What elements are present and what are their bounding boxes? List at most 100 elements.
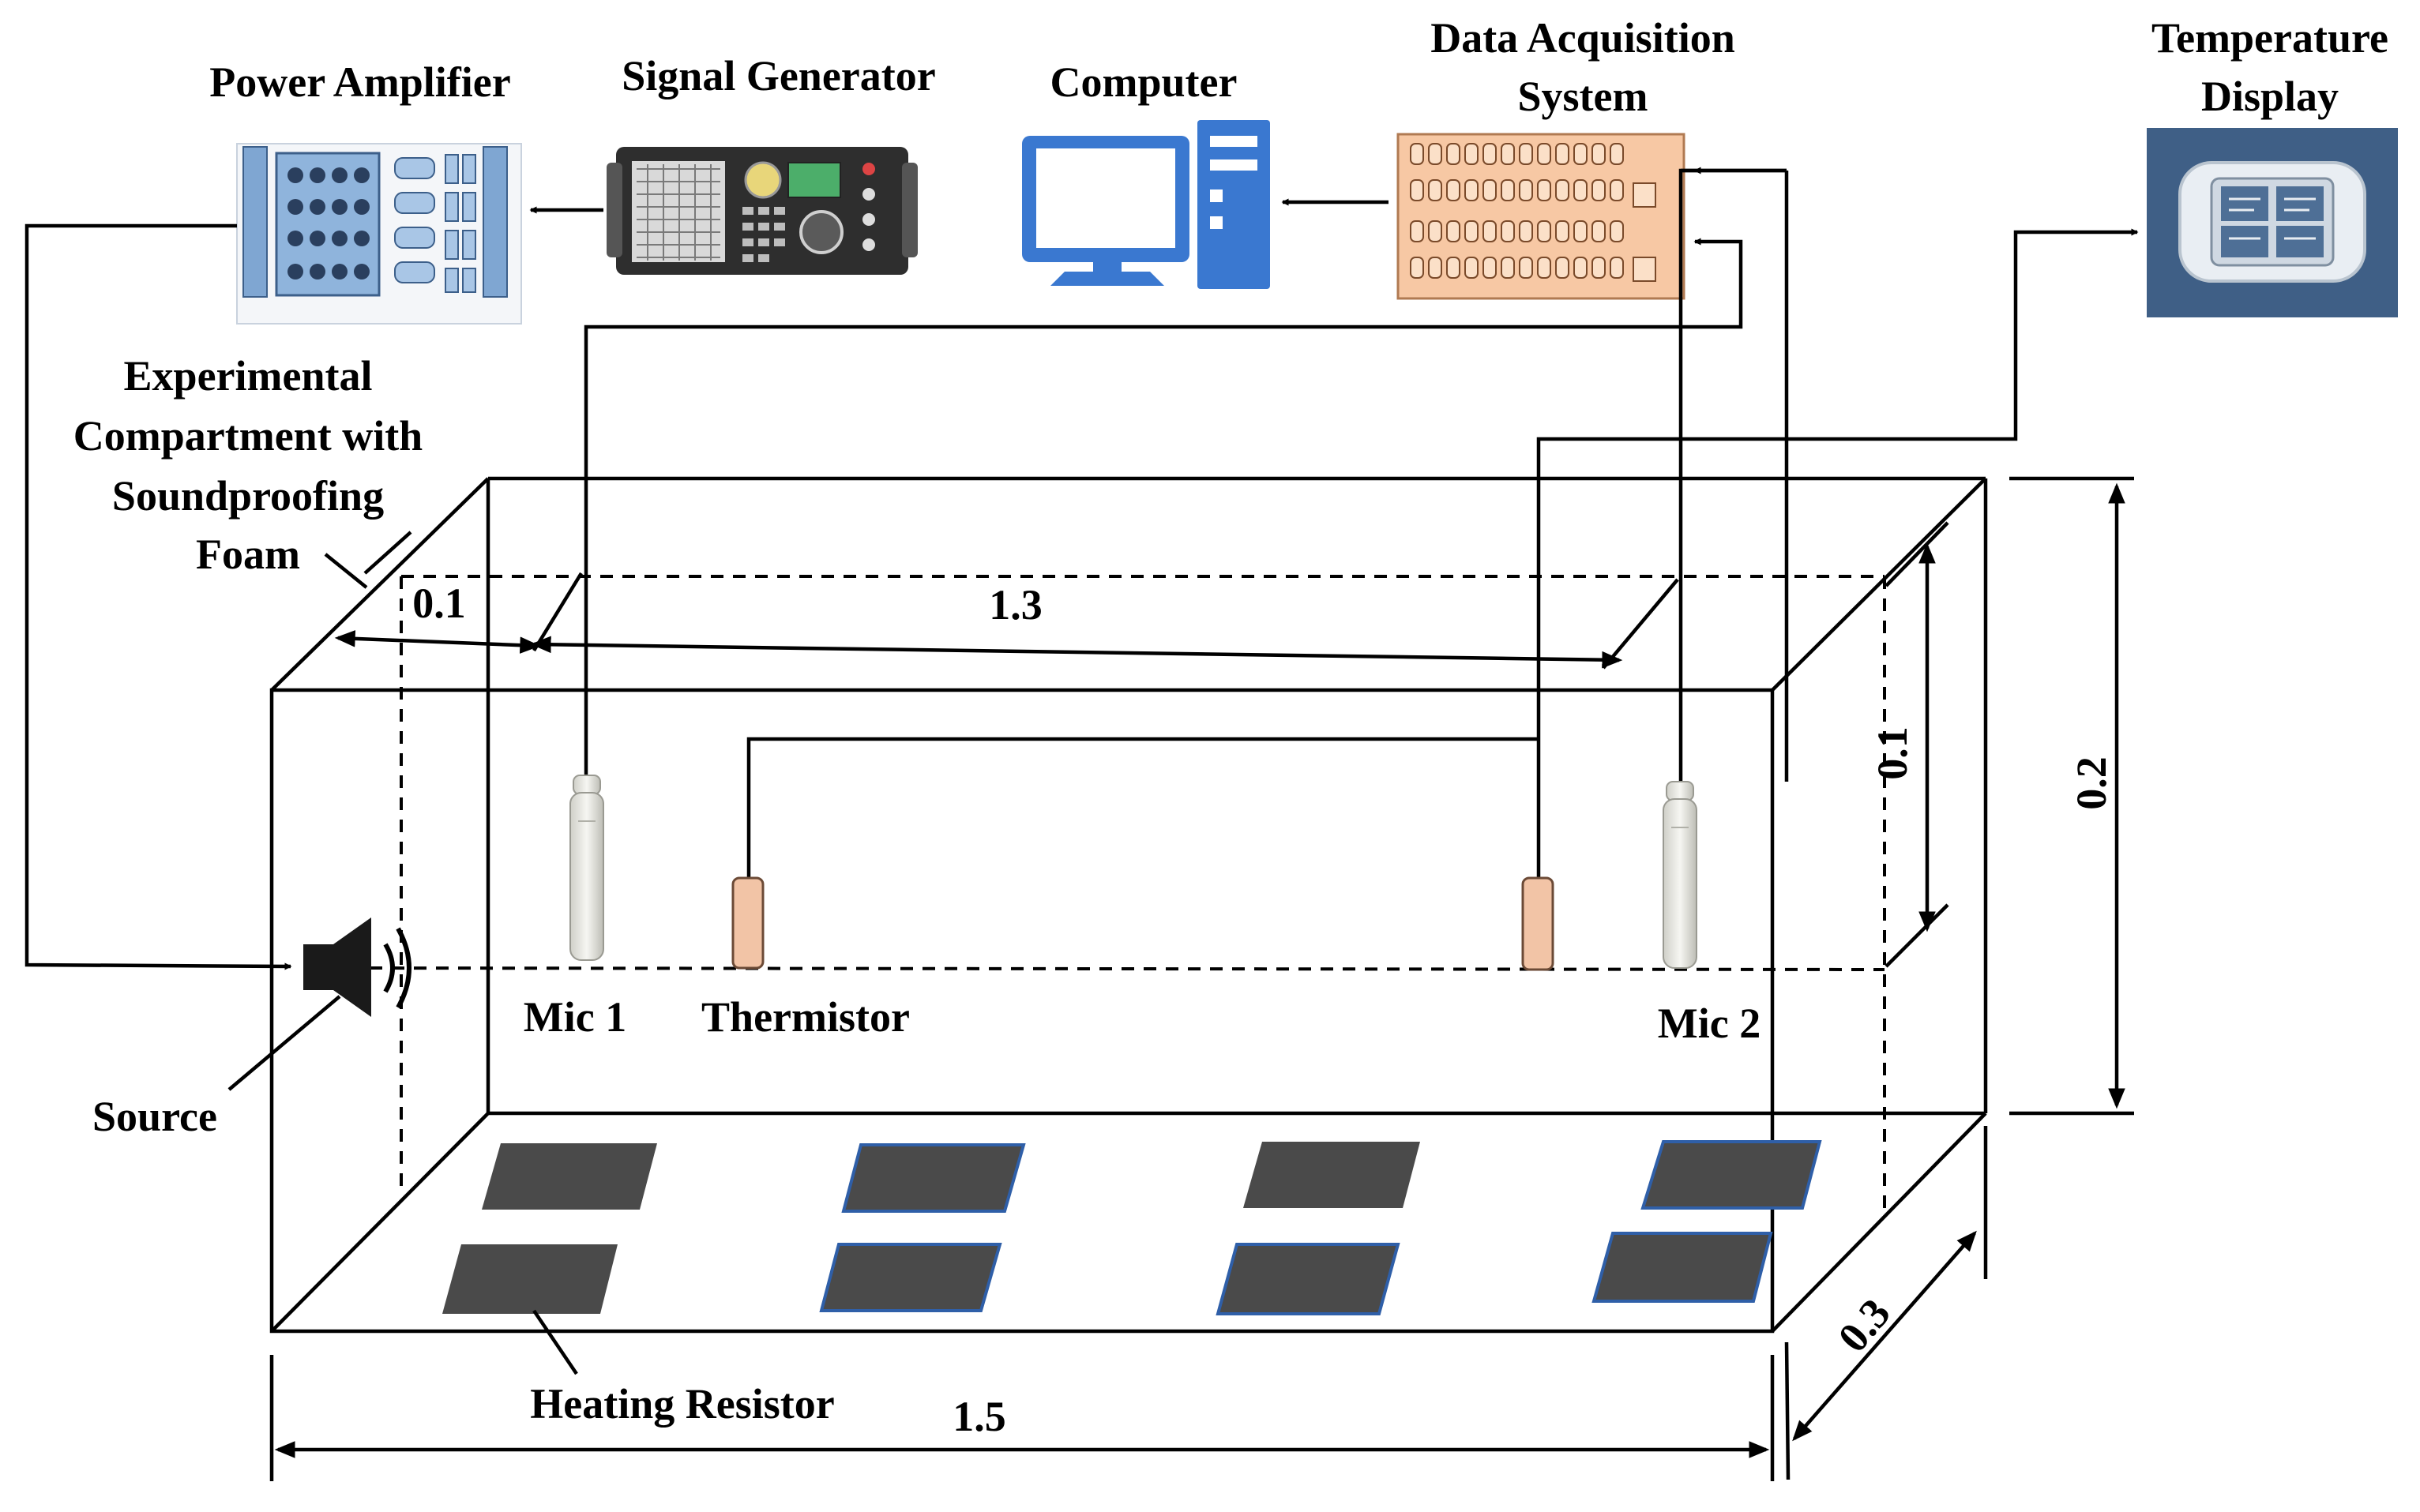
daq-terminal-port: [1410, 143, 1424, 165]
daq-terminal-port: [1410, 257, 1424, 279]
daq-terminal-port: [1537, 257, 1551, 279]
heating-resistor-plate: [1591, 1232, 1773, 1303]
daq-terminal-port: [1555, 179, 1569, 201]
compartment-label-line4: Foam: [196, 531, 300, 578]
daq-terminal-port: [1591, 257, 1606, 279]
daq-terminal-port: [1573, 143, 1588, 165]
daq-terminal-port: [1537, 220, 1551, 242]
daq-terminal-port: [1519, 220, 1533, 242]
signal-generator-label: Signal Generator: [622, 52, 935, 99]
daq-terminal-port: [1410, 220, 1424, 242]
temperature-display-icon: [2147, 128, 2398, 317]
daq-terminal-port: [1428, 179, 1442, 201]
daq-terminal-port: [1482, 257, 1497, 279]
dimension-0.2: 0.2: [2068, 756, 2115, 810]
dimension-0.3: 0.3: [1829, 1289, 1900, 1360]
heating-resistor-plate: [1243, 1142, 1420, 1208]
computer-icon: [1022, 120, 1270, 289]
daq-terminal-port: [1410, 179, 1424, 201]
speaker-icon: [303, 917, 411, 1017]
data-acquisition-system-icon: [1396, 133, 1685, 300]
wire-mic1-to-daq: [584, 238, 1743, 775]
temperature-display-label-line1: Temperature: [2151, 14, 2388, 62]
microphone-2-icon: [1663, 781, 1697, 969]
daq-terminal-port: [1501, 179, 1515, 201]
heating-resistor-plate: [1640, 1140, 1822, 1210]
daq-terminal-port: [1464, 179, 1479, 201]
dimension-lines: [269, 476, 2134, 1481]
daq-terminal-port: [1482, 179, 1497, 201]
daq-terminal-port: [1464, 220, 1479, 242]
heating-resistor-plate: [841, 1143, 1026, 1213]
daq-terminal-port: [1446, 143, 1460, 165]
wire-thermistor1-to-thermistor2: [746, 737, 1539, 883]
heating-resistor-plate: [482, 1143, 657, 1210]
daq-terminal-port: [1428, 220, 1442, 242]
thermistor-1-icon: [731, 876, 765, 970]
heating-resistor-label: Heating Resistor: [530, 1380, 834, 1428]
compartment-label-line2: Compartment with: [73, 412, 423, 460]
daq-label-line1: Data Acquisition: [1430, 14, 1735, 62]
daq-terminal-port: [1555, 220, 1569, 242]
mic2-label: Mic 2: [1658, 1000, 1761, 1047]
wire-amplifier-to-source: [24, 223, 292, 970]
signal-generator-icon: [607, 147, 918, 275]
daq-terminal-port: [1610, 220, 1624, 242]
experimental-compartment-box: [269, 476, 1988, 1334]
power-amplifier-label: Power Amplifier: [209, 58, 510, 106]
daq-terminal-port: [1537, 179, 1551, 201]
daq-terminal-port: [1573, 257, 1588, 279]
daq-terminal-port: [1591, 143, 1606, 165]
daq-terminal-port: [1428, 143, 1442, 165]
compartment-label-line3: Soundproofing: [112, 472, 384, 520]
daq-terminal-port: [1501, 143, 1515, 165]
dimension-1.5: 1.5: [953, 1393, 1006, 1440]
heating-resistor-leader-line: [532, 1309, 578, 1375]
daq-terminal-port: [1519, 257, 1533, 279]
dimension-0.1-side: 0.1: [1869, 726, 1916, 780]
daq-terminal-port: [1446, 257, 1460, 279]
daq-terminal-port: [1573, 179, 1588, 201]
daq-terminal-port: [1482, 220, 1497, 242]
wire-thermistor-to-temperature-display: [1536, 228, 2139, 883]
daq-terminal-port: [1610, 179, 1624, 201]
source-label: Source: [92, 1093, 217, 1140]
dashed-measurement-plane: [347, 575, 1886, 1217]
daq-terminal-port: [1537, 143, 1551, 165]
mic1-label: Mic 1: [524, 993, 626, 1041]
daq-terminal-port: [1446, 220, 1460, 242]
thermistor-2-icon: [1521, 876, 1554, 971]
daq-terminal-port: [1446, 179, 1460, 201]
daq-terminal-port: [1519, 143, 1533, 165]
power-amplifier-icon: [236, 143, 522, 325]
temperature-display-label-line2: Display: [2201, 73, 2339, 120]
compartment-leader-line: [324, 553, 368, 589]
compartment-label-line1: Experimental: [124, 352, 373, 400]
daq-terminal-port: [1482, 143, 1497, 165]
dimension-0.1-top: 0.1: [412, 580, 466, 627]
daq-terminal-port: [1501, 257, 1515, 279]
daq-terminal-port: [1591, 179, 1606, 201]
daq-terminal-port: [1555, 143, 1569, 165]
daq-terminal-port: [1501, 220, 1515, 242]
microphone-1-icon: [569, 775, 604, 961]
heating-resistor-plate: [442, 1244, 618, 1314]
heating-resistor-array: [442, 1140, 1822, 1315]
daq-terminal-port: [1591, 220, 1606, 242]
daq-label-line2: System: [1518, 73, 1648, 120]
computer-label: Computer: [1050, 58, 1238, 106]
heating-resistor-plate: [819, 1243, 1002, 1312]
thermistor-label: Thermistor: [701, 993, 910, 1041]
daq-terminal-port: [1519, 179, 1533, 201]
dimension-1.3: 1.3: [989, 581, 1043, 628]
heating-resistor-plate: [1216, 1243, 1400, 1315]
source-leader-line: [227, 995, 341, 1091]
daq-terminal-port: [1610, 143, 1624, 165]
daq-terminal-port: [1428, 257, 1442, 279]
daq-terminal-port: [1464, 143, 1479, 165]
daq-terminal-port: [1555, 257, 1569, 279]
daq-terminal-port: [1464, 257, 1479, 279]
daq-terminal-port: [1610, 257, 1624, 279]
daq-terminal-port: [1573, 220, 1588, 242]
